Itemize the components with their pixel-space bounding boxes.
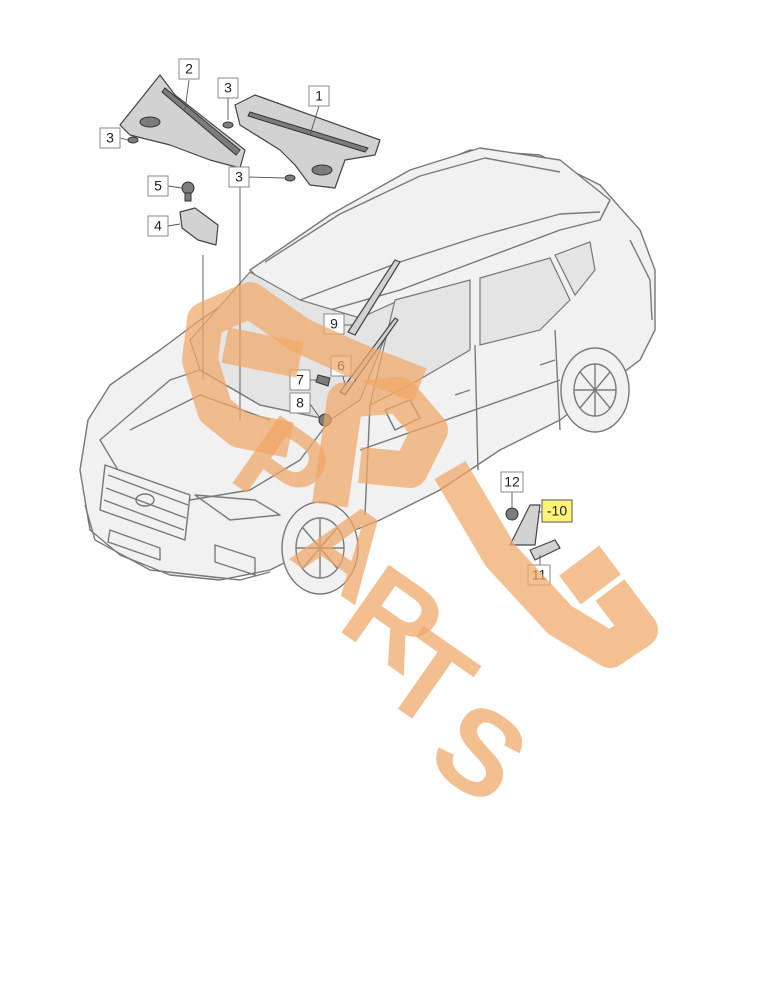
svg-text:12: 12 — [504, 474, 520, 490]
callout-10: -10 — [541, 499, 573, 523]
svg-text:3: 3 — [224, 80, 232, 96]
svg-text:4: 4 — [154, 218, 162, 234]
part-1-cowl-panel — [234, 94, 381, 189]
callout-2: 2 — [178, 58, 200, 80]
part-7-clip — [315, 374, 331, 387]
svg-text:3: 3 — [235, 169, 243, 185]
part-5-bolt — [181, 181, 195, 195]
part-12-clip — [505, 507, 519, 521]
callout-12: 12 — [500, 471, 524, 493]
part-11-trim — [529, 539, 561, 561]
part-3-clip — [127, 136, 139, 144]
watermark-logo-p — [312, 377, 448, 508]
callouts: 1 2 3 3 3 4 5 6 — [99, 58, 573, 586]
watermark-logo-e — [182, 282, 427, 458]
svg-text:2: 2 — [185, 61, 193, 77]
callout-3: 3 — [228, 166, 250, 188]
svg-text:1: 1 — [315, 88, 323, 104]
quarter-window — [554, 241, 596, 297]
callout-1: 1 — [308, 85, 330, 107]
callout-5: 5 — [147, 175, 169, 197]
part-10-triangle-trim — [509, 504, 541, 546]
part-3-clip — [222, 121, 234, 129]
part-3-clip — [284, 174, 296, 182]
svg-text:7: 7 — [296, 372, 304, 388]
watermark-logo-u — [434, 460, 658, 668]
callout-3: 3 — [99, 127, 121, 149]
svg-text:-10: -10 — [547, 503, 567, 519]
callout-8: 8 — [289, 392, 311, 414]
callout-4: 4 — [147, 215, 169, 237]
part-9-pillar-trim — [347, 259, 401, 336]
svg-text:3: 3 — [106, 130, 114, 146]
rear-door-window — [479, 257, 571, 346]
part-4-bracket — [179, 207, 219, 246]
svg-text:9: 9 — [330, 316, 338, 332]
callout-3: 3 — [217, 77, 239, 99]
svg-text:8: 8 — [296, 395, 304, 411]
svg-text:5: 5 — [154, 178, 162, 194]
